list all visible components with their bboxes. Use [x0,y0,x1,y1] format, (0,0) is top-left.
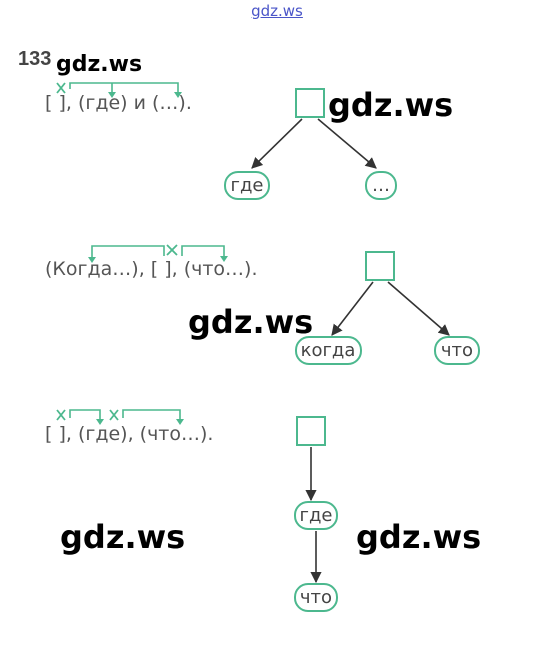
tree-edge [251,118,303,169]
arrow-head [108,92,116,98]
sentence-scheme-2: (Когда…), [ ], (что…). [45,258,258,280]
clause-node [294,501,338,530]
watermark-text: gdz.ws [60,518,186,556]
arrow-head [96,419,104,425]
watermark-text: gdz.ws [188,303,314,341]
clause-node [224,171,270,200]
exercise-number: 133 [18,48,52,70]
scheme-2-tree: когда что [295,251,480,365]
clause-node-label: когда [301,340,356,361]
tree-edge [317,118,377,169]
scheme-1-connectors [56,82,182,98]
arrow-head [88,257,96,263]
clause-node-label: … [372,175,390,196]
watermark-text: gdz.ws [356,518,482,556]
arrow-head [176,419,184,425]
sentence-scheme-1: [ ], (где) и (…). [45,92,192,114]
clause-node [294,583,338,612]
watermark-text: gdz.ws [56,52,143,77]
main-clause-box [295,88,325,118]
main-clause-box [365,251,395,281]
clause-node-label: где [231,175,264,196]
watermark-text: gdz.ws [328,86,454,124]
arrow-head [220,256,228,262]
clause-node [365,171,397,200]
clause-node [434,336,480,365]
sentence-scheme-3: [ ], (где), (что…). [45,423,214,445]
clause-node-label: что [300,587,332,608]
clause-node-label: где [300,505,333,526]
tree-edge [387,281,450,336]
tree-edge [331,281,374,336]
clause-node-label: что [441,340,473,361]
main-clause-box [296,416,326,446]
scheme-3-tree: где что [294,416,338,612]
arrow-head [174,92,182,98]
scheme-2-connectors [88,244,228,263]
clause-node [295,336,362,365]
scheme-3-connectors [56,409,184,425]
watermark-link[interactable]: gdz.ws [251,2,303,20]
scheme-1-tree: где … [224,88,397,200]
